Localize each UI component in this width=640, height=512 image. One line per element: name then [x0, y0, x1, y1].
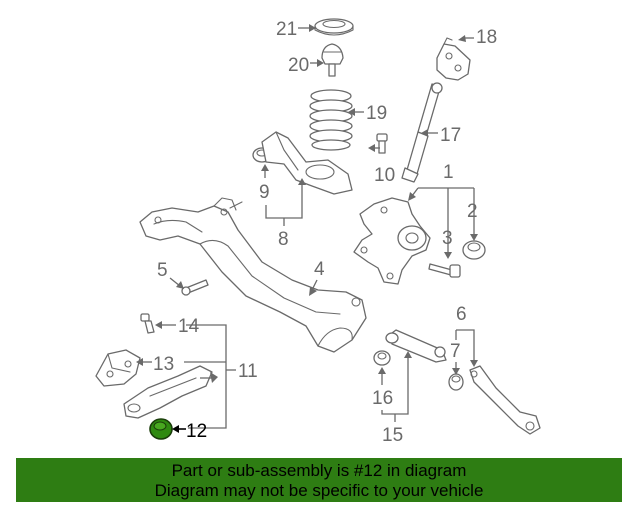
- svg-text:18: 18: [476, 27, 497, 48]
- callout-19: 19: [348, 103, 387, 124]
- part-12-bushing-highlighted: [149, 418, 173, 440]
- svg-text:14: 14: [178, 316, 200, 337]
- callout-16: 16: [372, 367, 393, 409]
- callout-15: 15: [381, 351, 412, 446]
- callout-7: 7: [450, 341, 461, 375]
- part-19-coil-spring: [309, 89, 353, 151]
- callout-5: 5: [157, 260, 184, 289]
- part-7-bushing: [448, 373, 464, 391]
- callout-2: 2: [467, 201, 478, 222]
- callout-14: 14: [155, 316, 200, 337]
- svg-text:13: 13: [153, 354, 174, 375]
- svg-text:15: 15: [382, 425, 403, 446]
- svg-text:19: 19: [366, 103, 387, 124]
- part-16-bushing: [373, 350, 391, 366]
- part-6-trailing-arm: [469, 365, 541, 435]
- svg-text:4: 4: [314, 259, 325, 280]
- callout-10: 10: [368, 144, 395, 186]
- part-1-knuckle: [353, 197, 431, 285]
- callout-13: 13: [136, 354, 174, 375]
- part-14-bolt: [140, 313, 155, 334]
- svg-text:8: 8: [278, 229, 289, 250]
- part-4-subframe: [139, 197, 367, 353]
- svg-text:12: 12: [186, 421, 207, 442]
- callout-12: 12: [172, 421, 207, 442]
- callout-8: 8: [265, 178, 306, 250]
- part-15-toe-link: [385, 329, 447, 363]
- part-10-bolt: [376, 133, 388, 154]
- svg-text:6: 6: [456, 304, 467, 325]
- part-21-spring-insulator: [314, 18, 354, 36]
- svg-text:21: 21: [276, 19, 297, 40]
- svg-text:5: 5: [157, 260, 168, 281]
- banner-line-2: Diagram may not be specific to your vehi…: [154, 481, 484, 500]
- callout-6: 6: [455, 304, 478, 367]
- callout-1: 1: [408, 162, 478, 254]
- svg-text:16: 16: [372, 388, 393, 409]
- part-13-bracket: [95, 349, 141, 387]
- callout-18: 18: [458, 27, 497, 48]
- part-11-lateral-arm: [123, 365, 213, 419]
- svg-text:2: 2: [467, 201, 478, 222]
- callout-9: 9: [259, 164, 270, 203]
- svg-text:10: 10: [374, 165, 395, 186]
- svg-text:9: 9: [259, 182, 270, 203]
- svg-text:11: 11: [238, 361, 258, 382]
- svg-text:20: 20: [288, 55, 309, 76]
- part-8-lower-arm: [261, 131, 353, 195]
- callout-21: 21: [276, 19, 316, 40]
- info-banner: Part or sub-assembly is #12 in diagram D…: [16, 458, 622, 502]
- part-17-shock-absorber: [401, 82, 443, 183]
- part-3-bolt: [428, 263, 461, 278]
- part-5-bolt: [181, 279, 209, 296]
- part-18-upper-mount: [436, 37, 471, 81]
- svg-text:1: 1: [443, 162, 454, 183]
- callout-11: 11: [184, 324, 258, 429]
- banner-line-1: Part or sub-assembly is #12 in diagram: [171, 461, 467, 480]
- callout-17: 17: [421, 125, 461, 146]
- callout-3: 3: [442, 228, 453, 259]
- svg-text:7: 7: [450, 341, 461, 362]
- callout-4: 4: [309, 259, 325, 296]
- part-20-bump-stop: [321, 43, 344, 77]
- part-2-bushing: [462, 240, 486, 260]
- svg-text:17: 17: [440, 125, 461, 146]
- svg-text:3: 3: [442, 228, 453, 249]
- callout-20: 20: [288, 55, 324, 76]
- parts-diagram: 21 20 19 18: [95, 18, 541, 446]
